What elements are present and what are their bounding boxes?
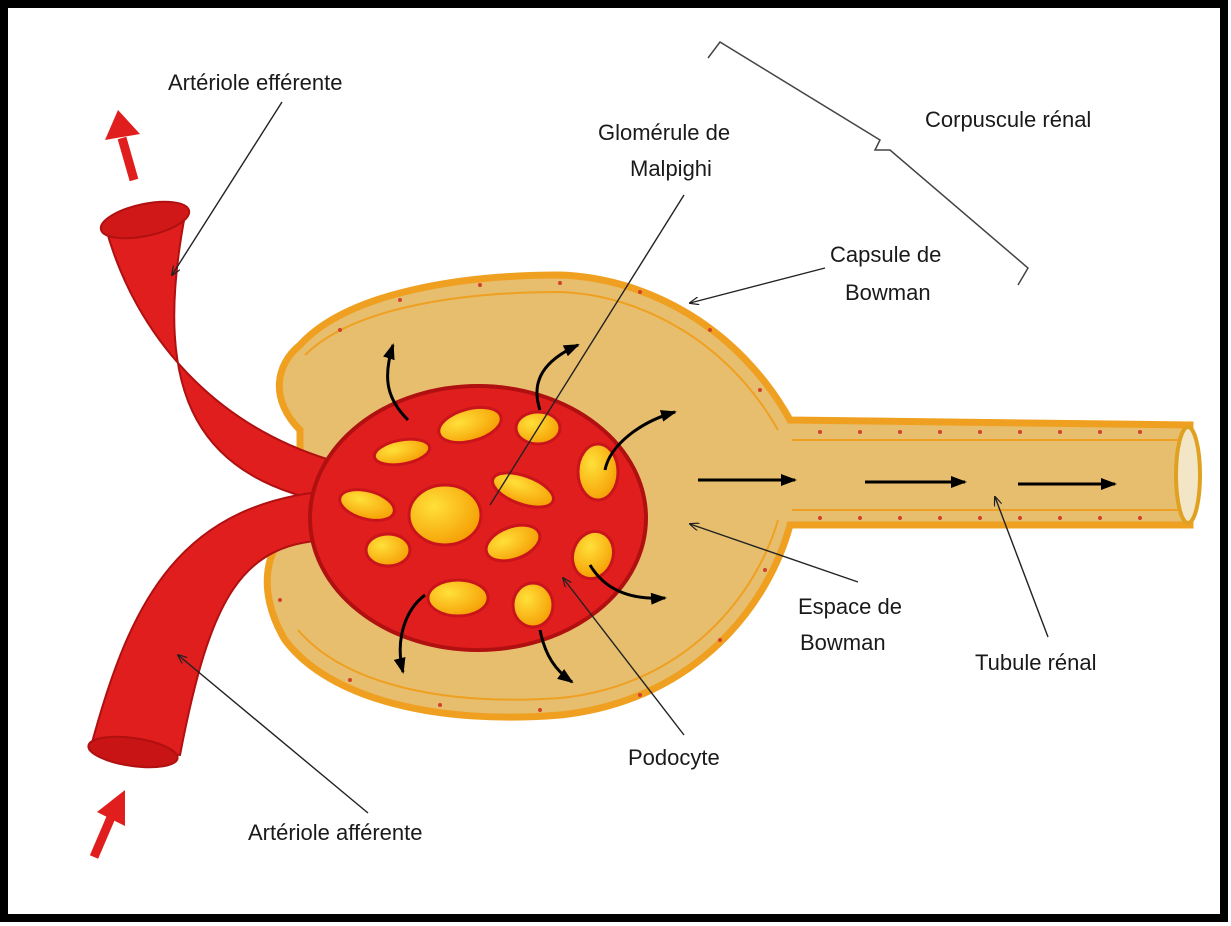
label-arteriole-afferente: Artériole afférente bbox=[248, 820, 422, 845]
label-espace-line1: Espace de bbox=[798, 594, 902, 619]
label-glomerule-line1: Glomérule de bbox=[598, 120, 730, 145]
label-podocyte: Podocyte bbox=[628, 745, 720, 770]
leader-efferent bbox=[172, 102, 282, 275]
leader-capsule bbox=[690, 268, 825, 303]
tubule-opening bbox=[1176, 427, 1200, 523]
label-espace-line2: Bowman bbox=[800, 630, 886, 655]
label-glomerule-line2: Malpighi bbox=[630, 156, 712, 181]
label-capsule-line1: Capsule de bbox=[830, 242, 941, 267]
label-arteriole-efferente: Artériole efférente bbox=[168, 70, 342, 95]
efferent-flow-arrow bbox=[105, 110, 140, 180]
label-capsule-line2: Bowman bbox=[845, 280, 931, 305]
label-corpuscule-renal: Corpuscule rénal bbox=[925, 107, 1091, 132]
label-tubule-renal: Tubule rénal bbox=[975, 650, 1096, 675]
afferent-flow-arrow bbox=[94, 790, 125, 857]
glomerulus bbox=[310, 386, 646, 650]
arterioles bbox=[86, 195, 340, 772]
